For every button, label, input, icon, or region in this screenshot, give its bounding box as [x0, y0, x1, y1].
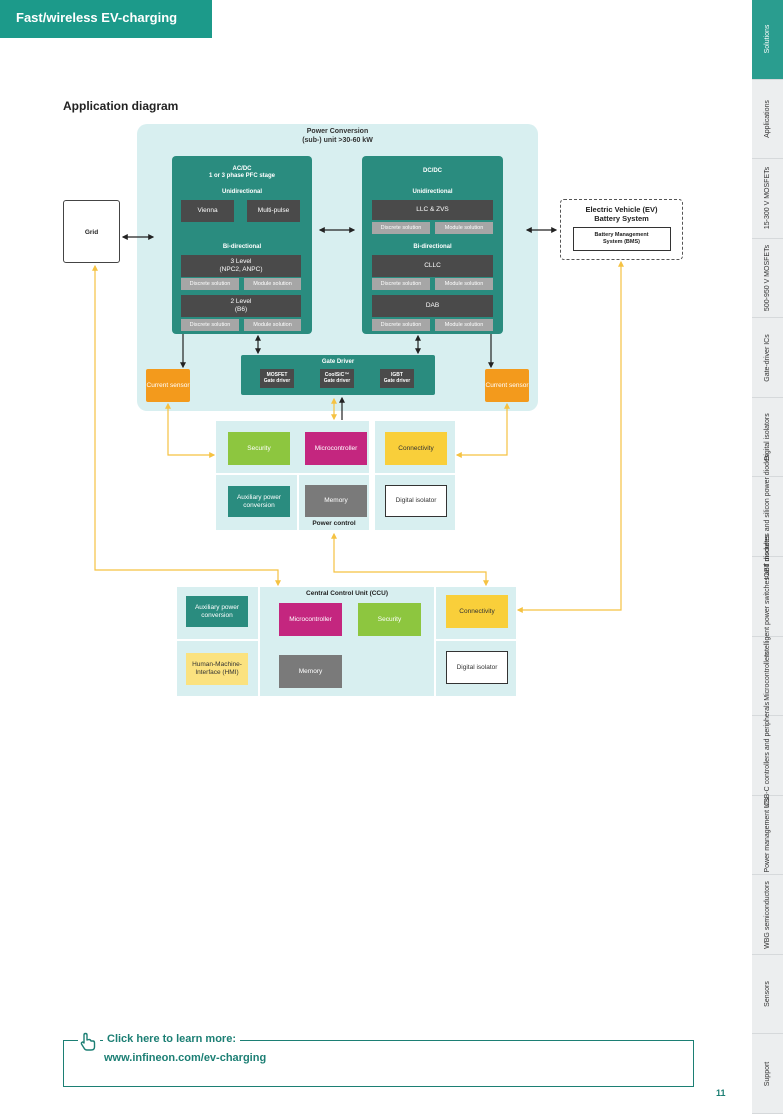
sidebar-item[interactable]: Microcontrollers [752, 637, 783, 717]
ccu-security: Security [358, 603, 421, 636]
ccu-aux-power: Auxiliary power conversion [186, 596, 248, 627]
coolsic-sub: Gate driver [323, 378, 351, 384]
igbt-gate-driver: IGBT Gate driver [380, 369, 414, 388]
ev-title-line1: Electric Vehicle (EV) [585, 205, 658, 214]
power-conversion-title-text: Power Conversion [306, 128, 369, 135]
coolsic-gate-driver: CoolSiC™ Gate driver [320, 369, 354, 388]
hand-pointer-icon [78, 1031, 100, 1053]
ev-ccu-yellow [516, 260, 624, 613]
dcdc-title: DC/DC [423, 168, 442, 174]
page-number: 11 [716, 1088, 726, 1098]
igbt-sub: Gate driver [383, 378, 411, 384]
acdc-title-text: AC/DC [232, 166, 252, 172]
sidebar-item[interactable]: 15-300 V MOSFETs [752, 159, 783, 239]
ccu-hmi: Human-Machine-Interface (HMI) [186, 653, 248, 685]
llc-zvs-box: LLC & ZVS [372, 200, 493, 220]
sidebar-item[interactable]: WBG semiconductors [752, 875, 783, 955]
sidebar-item[interactable]: Solutions [752, 0, 783, 80]
sidebar-item[interactable]: IGBT discretes and silicon power diodes [752, 454, 783, 579]
dab-discrete: Discrete solution [372, 319, 430, 331]
power-conversion-title: Power Conversion (sub-) unit >30-60 kW [137, 127, 538, 145]
sidebar-item[interactable]: Intelligent power switches and modules [752, 535, 783, 657]
ev-title: Electric Vehicle (EV) Battery System [561, 205, 682, 223]
ccu-memory: Memory [279, 655, 342, 688]
sidebar-item[interactable]: Digital isolators [752, 398, 783, 478]
sidebar-item-label: WBG semiconductors [763, 880, 771, 949]
sidebar-item-label: 500-950 V MOSFETs [763, 244, 771, 312]
sidebar-item-label: Solutions [763, 24, 771, 54]
acdc-unidirectional-label: Unidirectional [221, 189, 262, 195]
power-control-title: Power control [312, 520, 356, 527]
acdc-title: AC/DC 1 or 3 phase PFC stage [172, 166, 312, 180]
dab-box: DAB [372, 295, 493, 317]
cllc-discrete: Discrete solution [372, 278, 430, 290]
sidebar-item[interactable]: 500-950 V MOSFETs [752, 239, 783, 319]
ccu-microcontroller: Microcontroller [279, 603, 342, 636]
llc-discrete: Discrete solution [372, 222, 430, 234]
sidebar-item[interactable]: Support [752, 1034, 783, 1114]
pc-digital-isolator: Digital isolator [385, 485, 447, 517]
ev-battery-system: Electric Vehicle (EV) Battery System Bat… [560, 199, 683, 260]
grid-box: Grid [63, 200, 120, 263]
sidebar-item[interactable]: Power management ICs [752, 796, 783, 876]
learn-more-link[interactable]: www.infineon.com/ev-charging [104, 1052, 267, 1064]
dcdc-bidirectional-label: Bi-directional [413, 244, 452, 250]
three-level-label: 3 Level [230, 258, 252, 265]
learn-more-box[interactable] [63, 1040, 694, 1087]
sidebar-item[interactable]: Applications [752, 80, 783, 160]
sidebar-item[interactable]: USB-C controllers and peripherals [752, 702, 783, 809]
llc-module: Module solution [435, 222, 493, 234]
ev-title-line2: Battery System [594, 214, 649, 223]
section-title: Application diagram [63, 99, 179, 113]
bms-line2: System (BMS) [603, 239, 640, 245]
bms-line1: Battery Management [594, 232, 649, 238]
bms-box: Battery Management System (BMS) [572, 227, 671, 251]
coolsic-label: CoolSiC™ [324, 372, 350, 378]
sidebar-item-label: 15-300 V MOSFETs [763, 167, 771, 230]
acdc-subtitle: 1 or 3 phase PFC stage [208, 173, 276, 179]
sidebar-item[interactable]: Sensors [752, 955, 783, 1035]
sidebar-item-label: Power management ICs [763, 797, 771, 873]
power-conversion-subtitle: (sub-) unit >30-60 kW [302, 137, 373, 144]
dab-module: Module solution [435, 319, 493, 331]
pc-ccu-yellow [331, 532, 489, 587]
learn-more-title: Click here to learn more: [103, 1033, 240, 1045]
header-title: Fast/wireless EV-charging [0, 0, 212, 38]
cllc-module: Module solution [435, 278, 493, 290]
sidebar-item-label: USB-C controllers and peripherals [763, 702, 771, 809]
acdc-bidirectional-label: Bi-directional [222, 244, 262, 250]
cllc-box: CLLC [372, 255, 493, 277]
ccu-digital-isolator: Digital isolator [446, 651, 508, 684]
pc-microcontroller: Microcontroller [305, 432, 367, 465]
vienna-box: Vienna [181, 200, 234, 222]
sidebar-item-label: Sensors [763, 981, 771, 1007]
sensor-right-yellow [455, 402, 510, 458]
multipulse-box: Multi-pulse [247, 200, 300, 222]
ccu-title: Central Control Unit (CCU) [306, 590, 388, 597]
ccu-connectivity: Connectivity [446, 595, 508, 628]
gate-driver-title: Gate Driver [321, 359, 355, 365]
sidebar-item-label: Gate-driver ICs [763, 333, 771, 382]
sidebar-item-label: Microcontrollers [763, 651, 771, 701]
igbt-label: IGBT [391, 372, 403, 378]
pc-connectivity: Connectivity [385, 432, 447, 465]
dcdc-unidirectional-label: Unidirectional [412, 189, 453, 195]
sidebar-item-label: Support [763, 1061, 771, 1086]
sensor-left-yellow [165, 402, 216, 458]
sidebar-item-label: Applications [763, 99, 771, 138]
grid-ccu-yellow [92, 264, 281, 587]
sidebar-item[interactable]: Gate-driver ICs [752, 318, 783, 398]
pc-memory: Memory [305, 485, 367, 517]
